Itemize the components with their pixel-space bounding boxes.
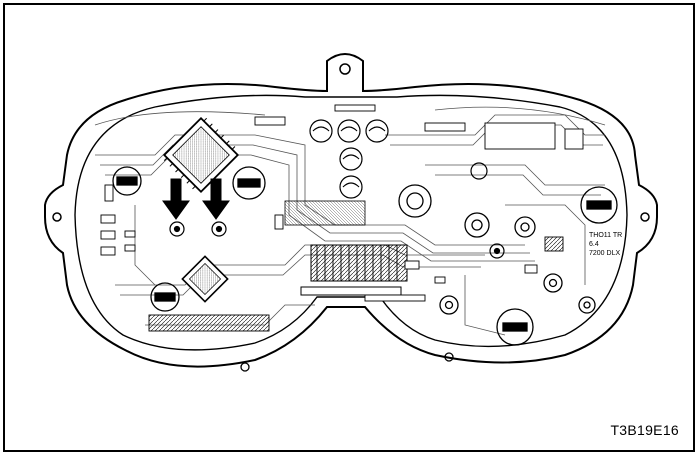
- ic-chip-large: [162, 116, 240, 194]
- board-label-line-3: 7200 DLX: [589, 250, 620, 257]
- bulb-sockets: [112, 166, 618, 346]
- mounting-hole-bottom-right: [444, 352, 454, 362]
- capacitors: [309, 119, 488, 199]
- indicator-arrow-left: [162, 178, 190, 220]
- mounting-hole-bottom-left: [240, 362, 250, 372]
- figure-frame: THO11 TR 6.4 7200 DLX T3B19E16: [3, 3, 695, 452]
- connector-strip: [284, 200, 408, 296]
- instrument-cluster-pcb-diagram: THO11 TR 6.4 7200 DLX: [44, 53, 658, 372]
- figure-code: T3B19E16: [610, 422, 679, 438]
- mounting-hole-right: [640, 212, 650, 222]
- indicator-arrow-right: [202, 178, 230, 220]
- smd-components: [100, 104, 584, 332]
- board-label-line-2: 6.4: [589, 241, 599, 248]
- screws: [169, 221, 505, 259]
- board-label-line-1: THO11 TR: [589, 232, 622, 239]
- cluster-housing-outline: [44, 53, 658, 368]
- mounting-hole-left: [52, 212, 62, 222]
- mounting-hole-top: [339, 63, 351, 75]
- ic-chip-small: [181, 255, 229, 303]
- cluster-housing-inner: [74, 94, 628, 351]
